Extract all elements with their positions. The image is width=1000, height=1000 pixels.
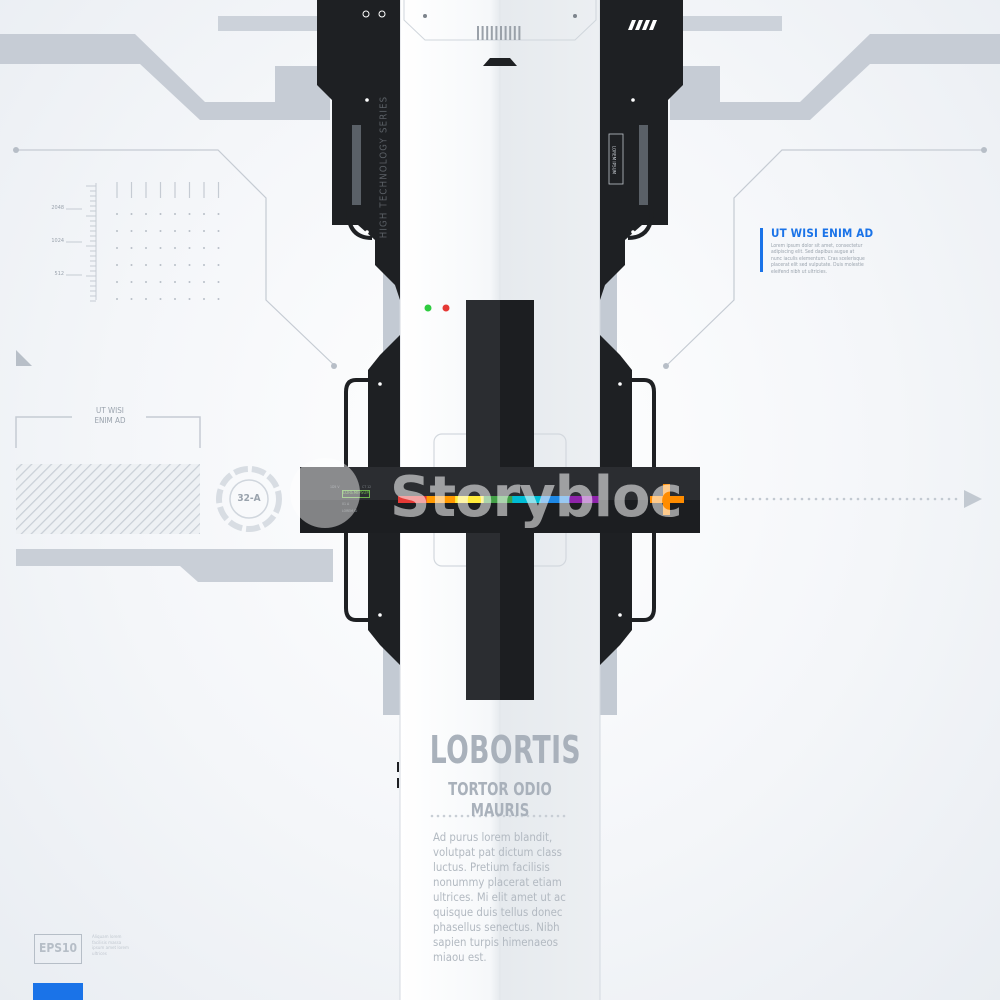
top-right-band [670, 34, 1000, 120]
vertical-series-label: HIGH TECHNOLOGY SERIES [378, 95, 390, 239]
footer-note: Aliquam lorem facilisis massa ipsum amet… [92, 935, 129, 957]
hatched-panel [16, 464, 200, 534]
badge-ring [216, 466, 282, 532]
hud-note-body: Lorem ipsum dolor sit amet, consectetur … [771, 243, 865, 275]
top-left-band [0, 34, 330, 120]
dot-grid [116, 213, 220, 300]
panel-tiny-1: 1D5 V [330, 485, 340, 489]
scale-ruler [66, 185, 96, 302]
stripe-marks [628, 20, 657, 30]
led-green [424, 304, 432, 312]
body-text: Ad purus lorem blandit, volutpat pat dic… [433, 831, 566, 964]
connector-line-right [665, 149, 984, 367]
spectrum-bar [398, 496, 599, 503]
connector-line-left [16, 149, 335, 366]
panel-button[interactable]: LOREMIPSUM [342, 490, 370, 498]
lower-left-bar [16, 549, 333, 582]
vent-slots [477, 26, 521, 40]
separator-dots [430, 814, 566, 818]
led-red [442, 304, 450, 312]
panel-tiny-3: 01 A [342, 502, 350, 506]
top-left-strip [218, 16, 328, 31]
panel-tiny-4: LOREM ID [342, 509, 358, 513]
panel-tiny-2: CT 12 [362, 485, 372, 489]
top-right-strip [672, 16, 782, 31]
blue-accent-block [33, 983, 83, 1000]
main-title: LOBORTIS [429, 728, 582, 772]
left-box-label: UT WISI ENIM AD [94, 406, 126, 425]
badge-label: 32-A [237, 493, 261, 504]
sub-title: TORTOR ODIO MAURIS [448, 779, 552, 821]
tick-marks [116, 182, 220, 198]
hud-note-title: UT WISI ENIM AD [771, 226, 874, 240]
watermark-circle [290, 458, 360, 528]
corner-triangle [16, 350, 32, 366]
accent-line [760, 228, 763, 272]
eps-logo: EPS10 [34, 934, 82, 964]
dotted-arrow [716, 497, 958, 501]
scale-label-bottom: 512 [54, 271, 64, 277]
scale-label-mid: 1024 [51, 238, 64, 244]
scale-label-top: 2048 [51, 205, 64, 211]
vertical-small-label: LOREM IPSUM [610, 145, 616, 175]
watermark: Storybloc [390, 465, 683, 530]
